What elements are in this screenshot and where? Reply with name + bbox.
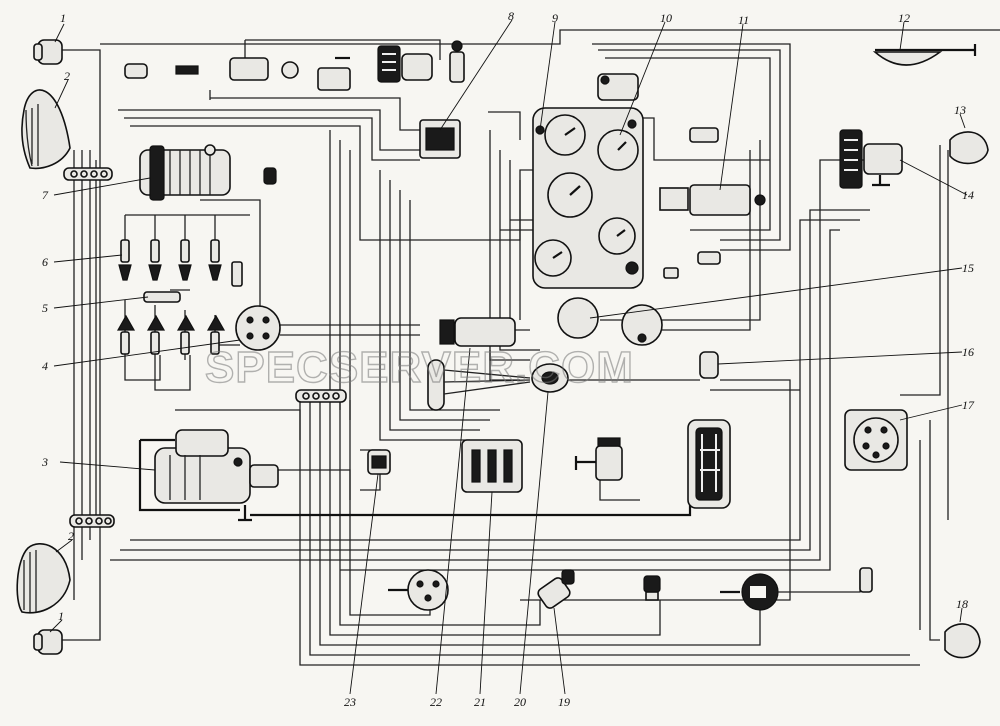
rear-connector	[388, 569, 449, 611]
callout-6: 6	[42, 255, 48, 269]
callout-12: 12	[898, 11, 910, 25]
side-lamp-right	[949, 131, 989, 165]
callout-7: 7	[42, 188, 49, 202]
headlamp-bottom	[16, 543, 71, 614]
distributor	[235, 305, 281, 351]
callout-13: 13	[954, 103, 966, 117]
callout-19: 19	[558, 695, 570, 709]
callout-20: 20	[514, 695, 526, 709]
spark-plugs-upper	[118, 239, 243, 287]
generator	[139, 144, 231, 201]
ammeter-gauge	[557, 261, 663, 346]
callout-9: 9	[552, 11, 558, 25]
trailer-socket	[844, 409, 908, 471]
callout-18: 18	[956, 597, 968, 611]
callout-4: 4	[42, 359, 48, 373]
side-lamp-top-left	[33, 39, 63, 65]
callout-5: 5	[42, 301, 48, 315]
oil-pressure-sensor	[537, 569, 575, 609]
callout-10: 10	[660, 11, 672, 25]
callout-2-top: 2	[64, 69, 70, 83]
callout-17: 17	[962, 398, 975, 412]
stop-lamp-round	[720, 567, 873, 611]
connector-block-top	[63, 167, 113, 181]
leader-lines	[49, 19, 968, 695]
heater-motor	[377, 40, 465, 83]
horn	[531, 363, 569, 393]
heater-fan-right	[839, 129, 903, 189]
headlamp-top	[21, 89, 71, 170]
starter-motor	[154, 429, 279, 522]
watermark: SPECSERVER.COM	[205, 343, 634, 392]
fuse-box	[461, 439, 523, 493]
callout-16: 16	[962, 345, 974, 359]
small-relay	[663, 267, 679, 279]
horn-relay	[699, 351, 719, 379]
ignition-switch	[597, 73, 639, 101]
callout-1-bottom: 1	[58, 609, 64, 623]
side-lamp-bottom-left	[33, 629, 63, 655]
callout-3: 3	[41, 455, 48, 469]
cable-grommet	[427, 359, 531, 411]
callout-8: 8	[508, 9, 514, 23]
voltage-regulator	[419, 119, 461, 159]
callout-21: 21	[474, 695, 486, 709]
callout-2-bottom: 2	[68, 529, 74, 543]
ballast-resistor	[143, 291, 181, 303]
callout-labels: 1 2 3 4 5 6 7 8 9 10 11 12 13 14 15 16 1…	[41, 9, 975, 709]
callout-1-top: 1	[60, 11, 66, 25]
ignition-coil	[439, 317, 516, 347]
fuel-pump-unit	[124, 56, 351, 91]
windshield-washer	[574, 437, 623, 481]
connector-block-bottom	[69, 514, 115, 528]
callout-15: 15	[962, 261, 974, 275]
rear-lamp	[944, 623, 981, 659]
callout-22: 22	[430, 695, 442, 709]
callout-14: 14	[962, 188, 974, 202]
brake-light-switch	[367, 449, 391, 475]
spark-plugs-lower	[116, 314, 226, 355]
callout-11: 11	[738, 13, 749, 27]
fuel-level-sensor	[643, 575, 661, 601]
instrument-cluster	[532, 107, 644, 289]
temperature-sensor	[263, 167, 277, 185]
connector-block-middle	[295, 389, 347, 403]
interior-lamp	[872, 44, 977, 66]
light-switch	[659, 127, 766, 265]
callout-23: 23	[344, 695, 356, 709]
battery	[687, 419, 731, 509]
